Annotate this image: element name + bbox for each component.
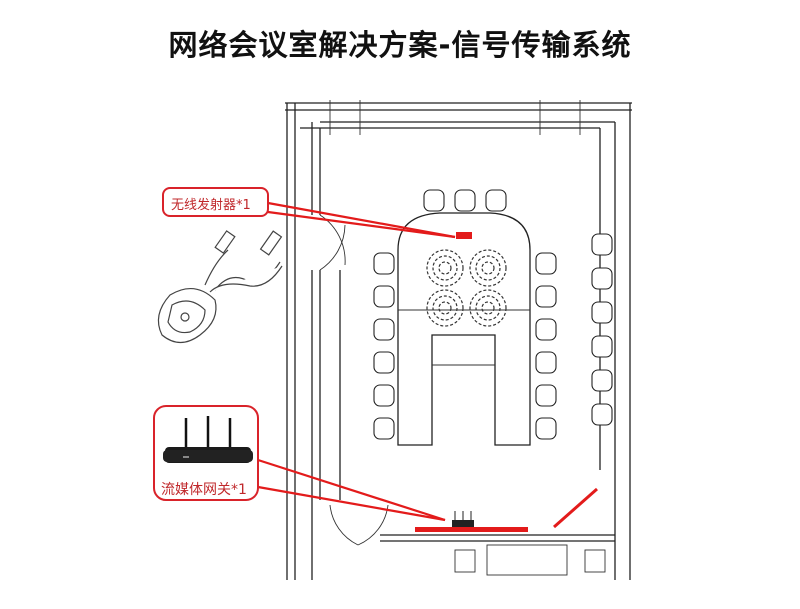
chair	[485, 189, 507, 212]
chair	[373, 417, 395, 440]
callout-box-transmitter	[162, 187, 269, 217]
flower-decoration	[432, 295, 458, 321]
flower-decoration	[469, 289, 507, 327]
flower-decoration	[475, 255, 501, 281]
chair	[591, 233, 613, 256]
room-walls	[285, 100, 632, 580]
chair	[535, 351, 557, 374]
flower-decoration	[426, 249, 464, 287]
chair	[373, 318, 395, 341]
flower-decoration	[481, 301, 495, 315]
chair	[591, 301, 613, 324]
chair	[591, 267, 613, 290]
chair	[535, 252, 557, 275]
flower-decoration	[432, 255, 458, 281]
chair	[423, 189, 445, 212]
chair	[591, 403, 613, 426]
chair	[591, 335, 613, 358]
gateway-marker	[415, 511, 528, 532]
chair	[373, 285, 395, 308]
table-decoration	[426, 249, 507, 327]
chair	[373, 252, 395, 275]
chair	[454, 189, 476, 212]
chair	[591, 369, 613, 392]
conference-table	[397, 212, 531, 446]
flower-decoration	[426, 289, 464, 327]
flower-decoration	[469, 249, 507, 287]
flower-decoration	[438, 261, 452, 275]
chair	[373, 384, 395, 407]
wireless-transmitter-marker	[456, 232, 472, 239]
chair	[535, 384, 557, 407]
router-icon	[163, 416, 253, 463]
flower-decoration	[475, 295, 501, 321]
callout-label-streaming-gateway: 流媒体网关*1	[161, 482, 247, 498]
callout-lines	[257, 201, 456, 522]
callout-label-wireless-transmitter: 无线发射器*1	[171, 198, 251, 213]
chair	[535, 285, 557, 308]
chair	[535, 318, 557, 341]
flower-decoration	[481, 261, 495, 275]
chairs	[373, 189, 613, 440]
screen-marker	[553, 487, 598, 529]
flower-decoration	[438, 301, 452, 315]
chair	[373, 351, 395, 374]
chair	[535, 417, 557, 440]
page-title: 网络会议室解决方案-信号传输系统	[168, 28, 632, 62]
wireless-microphone-icon	[157, 230, 283, 344]
